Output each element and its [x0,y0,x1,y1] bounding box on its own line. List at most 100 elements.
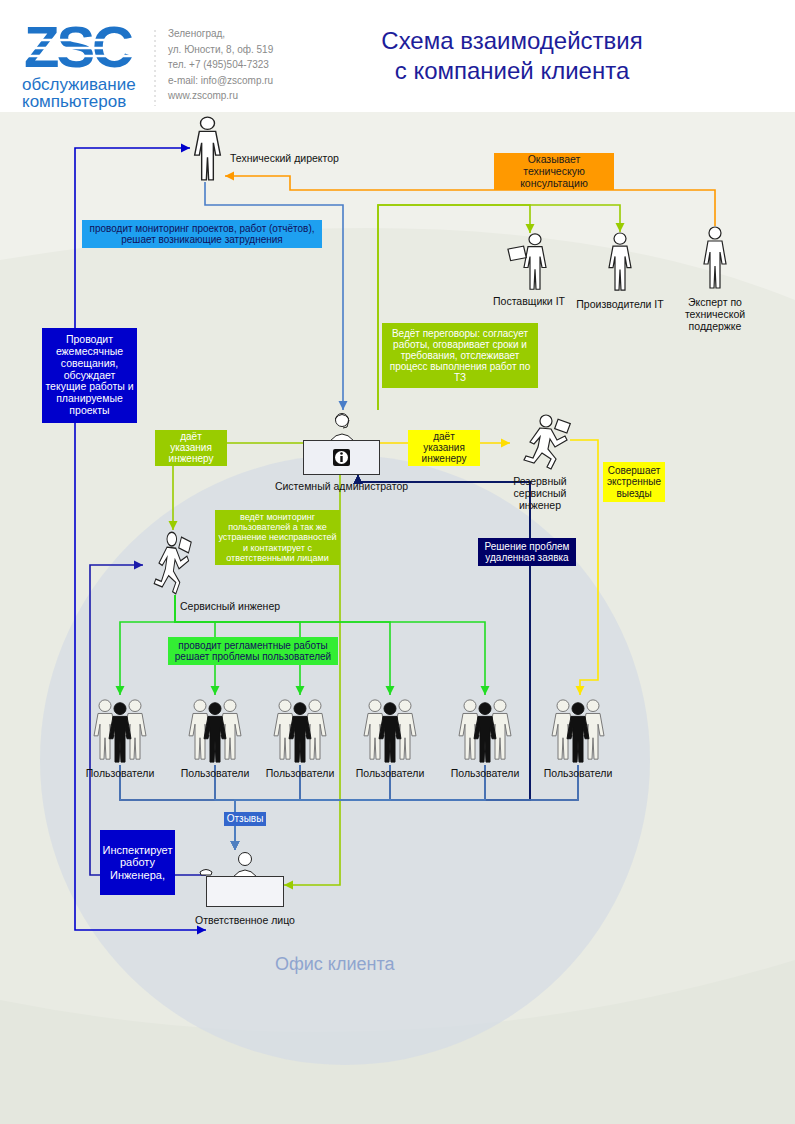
connector [215,765,240,850]
connector [231,765,391,850]
connector [116,595,176,695]
edge-label: проводит мониторинг проектов, работ (отч… [82,220,322,248]
contact-line: www.zscomp.ru [168,90,238,102]
node-label: Резервный сервисный инженер [503,475,578,511]
arrow-head [231,841,240,850]
logo-tagline: обслуживание компьютеров [22,76,150,110]
actor-node: Поставщики IT [508,233,550,291]
connector [75,144,206,935]
connector-line [120,475,530,800]
node-label: Офис клиента [275,958,395,970]
edge-label: Совершает экстренные выезды [603,462,665,502]
arrow-head [354,475,363,484]
carry-figure [508,233,550,291]
connector-line [235,765,578,850]
stand-figure [190,116,225,182]
arrow-head [354,475,363,484]
node-label: Пользователи [544,767,613,779]
contact-line: ул. Юности, 8, оф. 519 [168,44,273,56]
node-label: Пользователи [181,767,250,779]
edge-label: Инспектирует работу Инженера, [100,830,175,895]
connector-line [215,765,235,850]
actor-node: Пользователи [455,695,515,765]
connector-line [235,765,390,850]
node-label: Поставщики IT [493,295,565,307]
crowd-figure [90,695,150,765]
node-label: Производители IT [576,298,663,310]
actor-node: Пользователи [548,695,608,765]
edge-label: проводит регламентные работы решает проб… [168,637,338,665]
arrow-head [231,841,240,850]
crowd-figure [455,695,515,765]
connector [570,440,598,695]
stand-figure [700,226,730,290]
node-label: Пользователи [356,767,425,779]
edge-label: даёт указания инженеру [155,430,227,466]
actor-node: Технический директор [190,116,225,182]
connector-line [205,182,343,410]
arrow-head [181,144,190,153]
node-label: Пользователи [451,767,520,779]
connector [231,765,301,850]
arrow-head [231,841,240,850]
contact-line: тел. +7 (495)504-7323 [168,59,269,71]
connector [231,765,579,850]
node-label: Технический директор [230,152,339,164]
node-label: Пользователи [266,767,335,779]
run-figure [143,530,191,595]
connector [120,475,530,800]
actor-node: Системный администратор [303,410,380,475]
arrow-head [225,172,234,181]
admin-figure [303,410,380,475]
edge-label: Оказывает техническую консультацию [494,153,614,190]
actor-node: Сервисный инженер [143,530,191,595]
connector [205,182,348,410]
diagram-title: Схема взаимодействия с компанией клиента [378,26,646,86]
connector [354,475,531,800]
edge-label: Проводит ежемесячные совещания, обсуждае… [42,328,137,423]
edge-label: Решение проблем удаленная заявка [478,538,576,566]
connector [354,475,531,800]
arrow-head [296,686,305,695]
logo-stripes [22,30,146,66]
arrow-head [501,439,510,448]
arrow-head [526,224,535,233]
contact-line: e-mail: info@zscomp.ru [168,75,273,87]
connector-line [235,765,300,850]
actor-node: Эксперт по технической поддержке [700,226,730,290]
arrow-head [169,521,178,530]
stand-figure [605,232,635,292]
edge-label: даёт указания инженеру [408,430,480,466]
node-label: Пользователи [86,767,155,779]
connector [231,765,486,850]
connector-line [378,205,620,410]
actor-node: Пользователи [185,695,245,765]
connector-line [120,595,175,695]
arrow-head [354,475,363,484]
arrow-head [386,686,395,695]
crowd-figure [270,695,330,765]
actor-node: Производители IT [605,232,635,292]
arrow-head [231,841,240,850]
crowd-figure [185,695,245,765]
connector [90,561,206,876]
arrow-head [354,475,363,484]
arrow-head [576,686,585,695]
edge-label: Ведёт переговоры: согласует работы, огов… [382,323,538,388]
connector-line [358,475,530,800]
node-label: Системный администратор [275,480,408,492]
arrow-head [284,881,293,890]
connector-line [235,765,485,850]
actor-node: Пользователи [360,695,420,765]
edge-label: ведёт мониторинг пользователей а так же … [215,510,340,565]
arrow-head [616,223,625,232]
arrow-head [339,401,348,410]
edge-label: Отзывы [224,812,266,826]
arrow-head [134,561,143,570]
arrow-head [481,686,490,695]
connector-line [225,176,715,226]
node-label: Эксперт по технической поддержке [668,296,763,332]
arrow-head [231,841,240,850]
arrow-head [231,841,240,850]
contact-line: Зеленоград, [168,28,225,40]
